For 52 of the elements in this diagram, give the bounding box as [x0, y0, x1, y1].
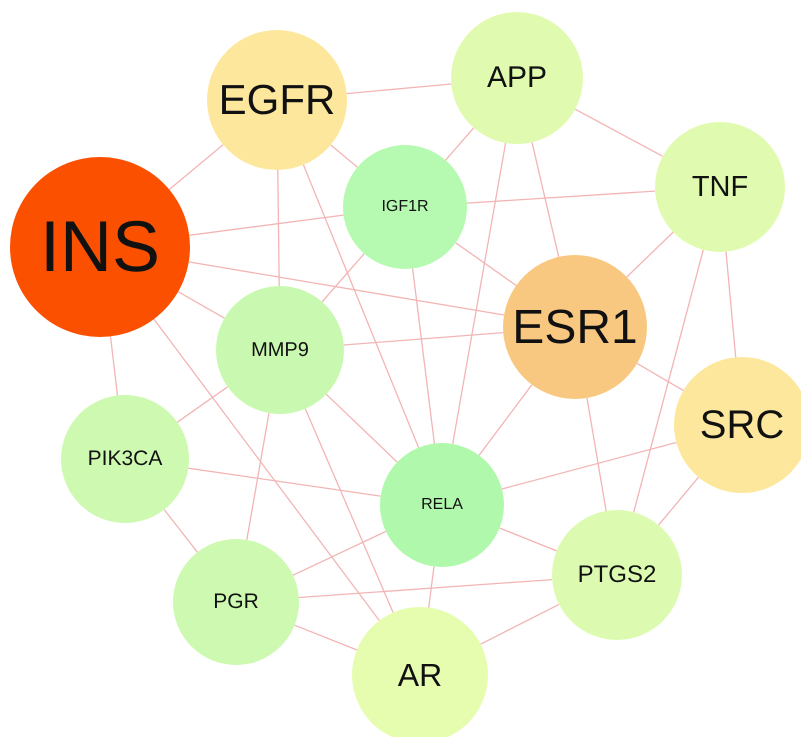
edge-line [574, 108, 663, 157]
edge-line [344, 332, 504, 346]
edge-line [633, 250, 704, 512]
edge-line [326, 394, 398, 463]
edge-line [452, 142, 506, 444]
edge-line [725, 252, 736, 358]
edge-line [292, 530, 386, 576]
edge-line [168, 144, 224, 190]
edge-line [177, 386, 228, 423]
edge-line [531, 142, 560, 258]
edge-line [189, 214, 344, 236]
edge-line [480, 604, 560, 645]
edge-line [346, 83, 452, 94]
gene-label: RELA [421, 496, 463, 514]
edge-line [302, 164, 420, 448]
edge-line [412, 268, 436, 444]
edge-line [499, 527, 557, 552]
gene-label: TNF [692, 170, 748, 204]
edge-line [502, 442, 676, 490]
edge-line [330, 144, 358, 168]
edge-line [164, 509, 198, 553]
edge-line [188, 468, 381, 497]
gene-label: AR [398, 656, 442, 694]
edge-line [636, 362, 684, 392]
edge-line [626, 232, 674, 278]
gene-label: PTGS2 [578, 561, 656, 589]
gene-label: ESR1 [512, 300, 638, 354]
gene-label: SRC [700, 402, 784, 448]
edge-line [298, 578, 552, 598]
gene-label: MMP9 [251, 338, 309, 362]
gene-label: PIK3CA [88, 447, 162, 471]
edge-line [178, 291, 225, 319]
edge-line [153, 318, 380, 621]
edge-line [428, 566, 435, 608]
edge-line [466, 190, 656, 204]
edge-line [445, 127, 474, 161]
edge-line [322, 253, 365, 302]
gene-label: PGR [213, 590, 259, 614]
edge-line [586, 398, 607, 511]
edge-line [294, 624, 358, 650]
gene-label: IGF1R [381, 198, 429, 216]
edge-line [304, 408, 394, 613]
edge-line [658, 476, 699, 526]
edge-line [246, 412, 270, 540]
edge-line [110, 336, 118, 396]
edge-line [277, 170, 280, 286]
gene-label: INS [40, 206, 160, 288]
edge-line [478, 384, 532, 456]
gene-label: APP [486, 61, 548, 95]
gene-label: EGFR [218, 76, 336, 124]
edge-line [188, 261, 504, 316]
edge-line [455, 242, 517, 286]
